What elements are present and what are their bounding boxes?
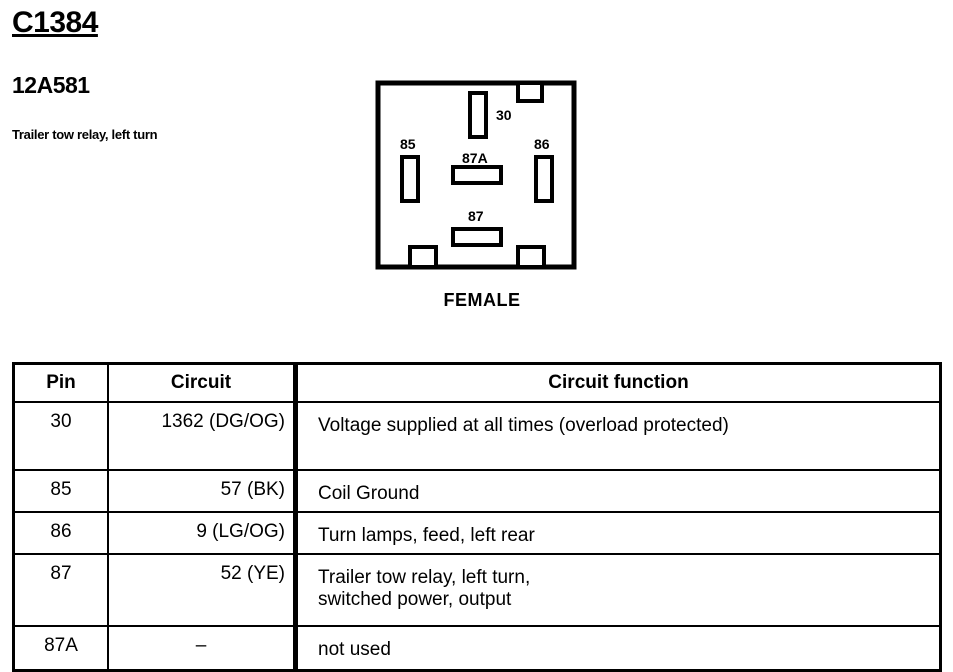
pin-slot-85 [400,155,420,203]
function-text: not used [318,639,391,660]
function-text: Turn lamps, feed, left rear [318,525,535,546]
table-header-row: Pin Circuit Circuit function [12,362,942,403]
pin-label-30: 30 [496,107,512,123]
cell-function: Voltage supplied at all times (overload … [293,401,942,471]
pin-label-86: 86 [534,136,550,152]
cell-circuit: 57 (BK) [107,469,297,513]
pin-slot-87 [451,227,503,247]
pinout-table: Pin Circuit Circuit function 30 1362 (DG… [12,362,942,672]
relay-connector-diagram: 30 85 86 87A 87 [375,80,577,270]
table-row: 87 52 (YE) Trailer tow relay, left turn,… [12,553,942,627]
connector-gender-label: FEMALE [443,290,521,310]
function-text: Trailer tow relay, left turn, switched p… [318,567,531,610]
housing-notch-bottom-left [408,245,438,269]
connector-description: Trailer tow relay, left turn [12,127,158,142]
pin-label-87a: 87A [462,150,488,166]
table-row: 86 9 (LG/OG) Turn lamps, feed, left rear [12,511,942,555]
cell-pin: 87 [12,553,109,627]
table-row: 85 57 (BK) Coil Ground [12,469,942,513]
cell-function: Turn lamps, feed, left rear [293,511,942,555]
cell-circuit: 52 (YE) [107,553,297,627]
housing-notch-top [516,81,544,103]
header-circuit-function: Circuit function [293,362,942,403]
pin-label-87: 87 [468,208,484,224]
cell-circuit: 1362 (DG/OG) [107,401,297,471]
pin-slot-30 [468,91,488,139]
cell-circuit: 9 (LG/OG) [107,511,297,555]
housing-notch-bottom-right [516,245,546,269]
cell-pin: 30 [12,401,109,471]
table-row: 30 1362 (DG/OG) Voltage supplied at all … [12,401,942,471]
cell-pin: 85 [12,469,109,513]
part-number: 12A581 [12,72,90,98]
header-circuit: Circuit [107,362,297,403]
pin-label-85: 85 [400,136,416,152]
cell-function: Trailer tow relay, left turn, switched p… [293,553,942,627]
function-text: Voltage supplied at all times (overload … [318,415,729,436]
cell-function: Coil Ground [293,469,942,513]
function-text: Coil Ground [318,483,420,504]
pin-slot-86 [534,155,554,203]
cell-pin: 86 [12,511,109,555]
connector-id: C1384 [12,6,98,39]
header-pin: Pin [12,362,109,403]
pin-slot-87a [451,165,503,185]
